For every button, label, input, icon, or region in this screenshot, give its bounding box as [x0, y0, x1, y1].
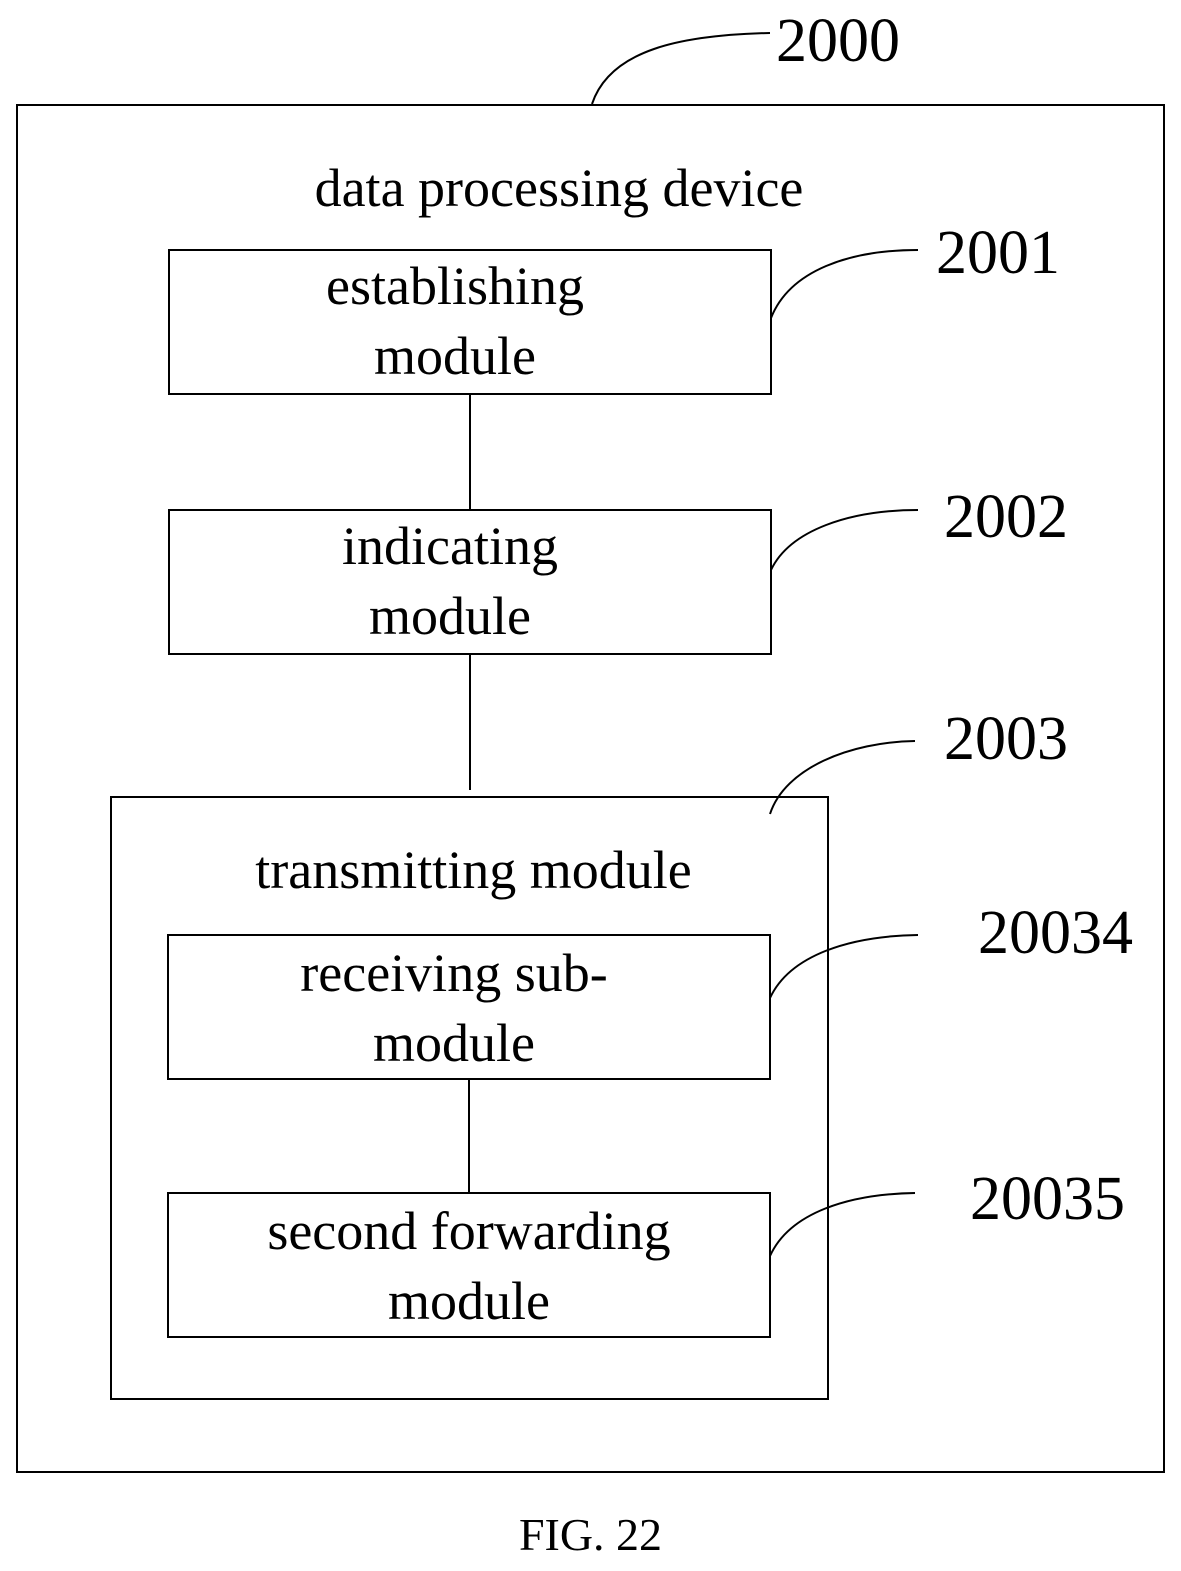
- receiving-submodule-box: receiving sub- module: [167, 934, 771, 1080]
- leader-line-2000: [592, 33, 770, 104]
- establishing-module-label-line2: module: [140, 321, 770, 391]
- establishing-module-box: establishing module: [168, 249, 772, 395]
- ref-label-2002: 2002: [944, 482, 1068, 553]
- indicating-module-label-line1: indicating: [130, 511, 770, 581]
- establishing-module-label-line1: establishing: [140, 251, 770, 321]
- receiving-submodule-label-line2: module: [139, 1008, 769, 1078]
- ref-label-2003: 2003: [944, 704, 1068, 775]
- second-forwarding-module-label-line2: module: [169, 1266, 769, 1336]
- device-title: data processing device: [16, 156, 1102, 220]
- ref-label-2000: 2000: [776, 6, 900, 77]
- receiving-submodule-label-line1: receiving sub-: [139, 938, 769, 1008]
- figure-caption: FIG. 22: [0, 1508, 1181, 1561]
- indicating-module-label-line2: module: [130, 581, 770, 651]
- second-forwarding-module-label-line1: second forwarding: [169, 1196, 769, 1266]
- ref-label-20034: 20034: [978, 898, 1133, 969]
- transmitting-module-title: transmitting module: [110, 838, 837, 902]
- indicating-module-box: indicating module: [168, 509, 772, 655]
- ref-label-2001: 2001: [936, 218, 1060, 289]
- ref-label-20035: 20035: [970, 1164, 1125, 1235]
- second-forwarding-module-box: second forwarding module: [167, 1192, 771, 1338]
